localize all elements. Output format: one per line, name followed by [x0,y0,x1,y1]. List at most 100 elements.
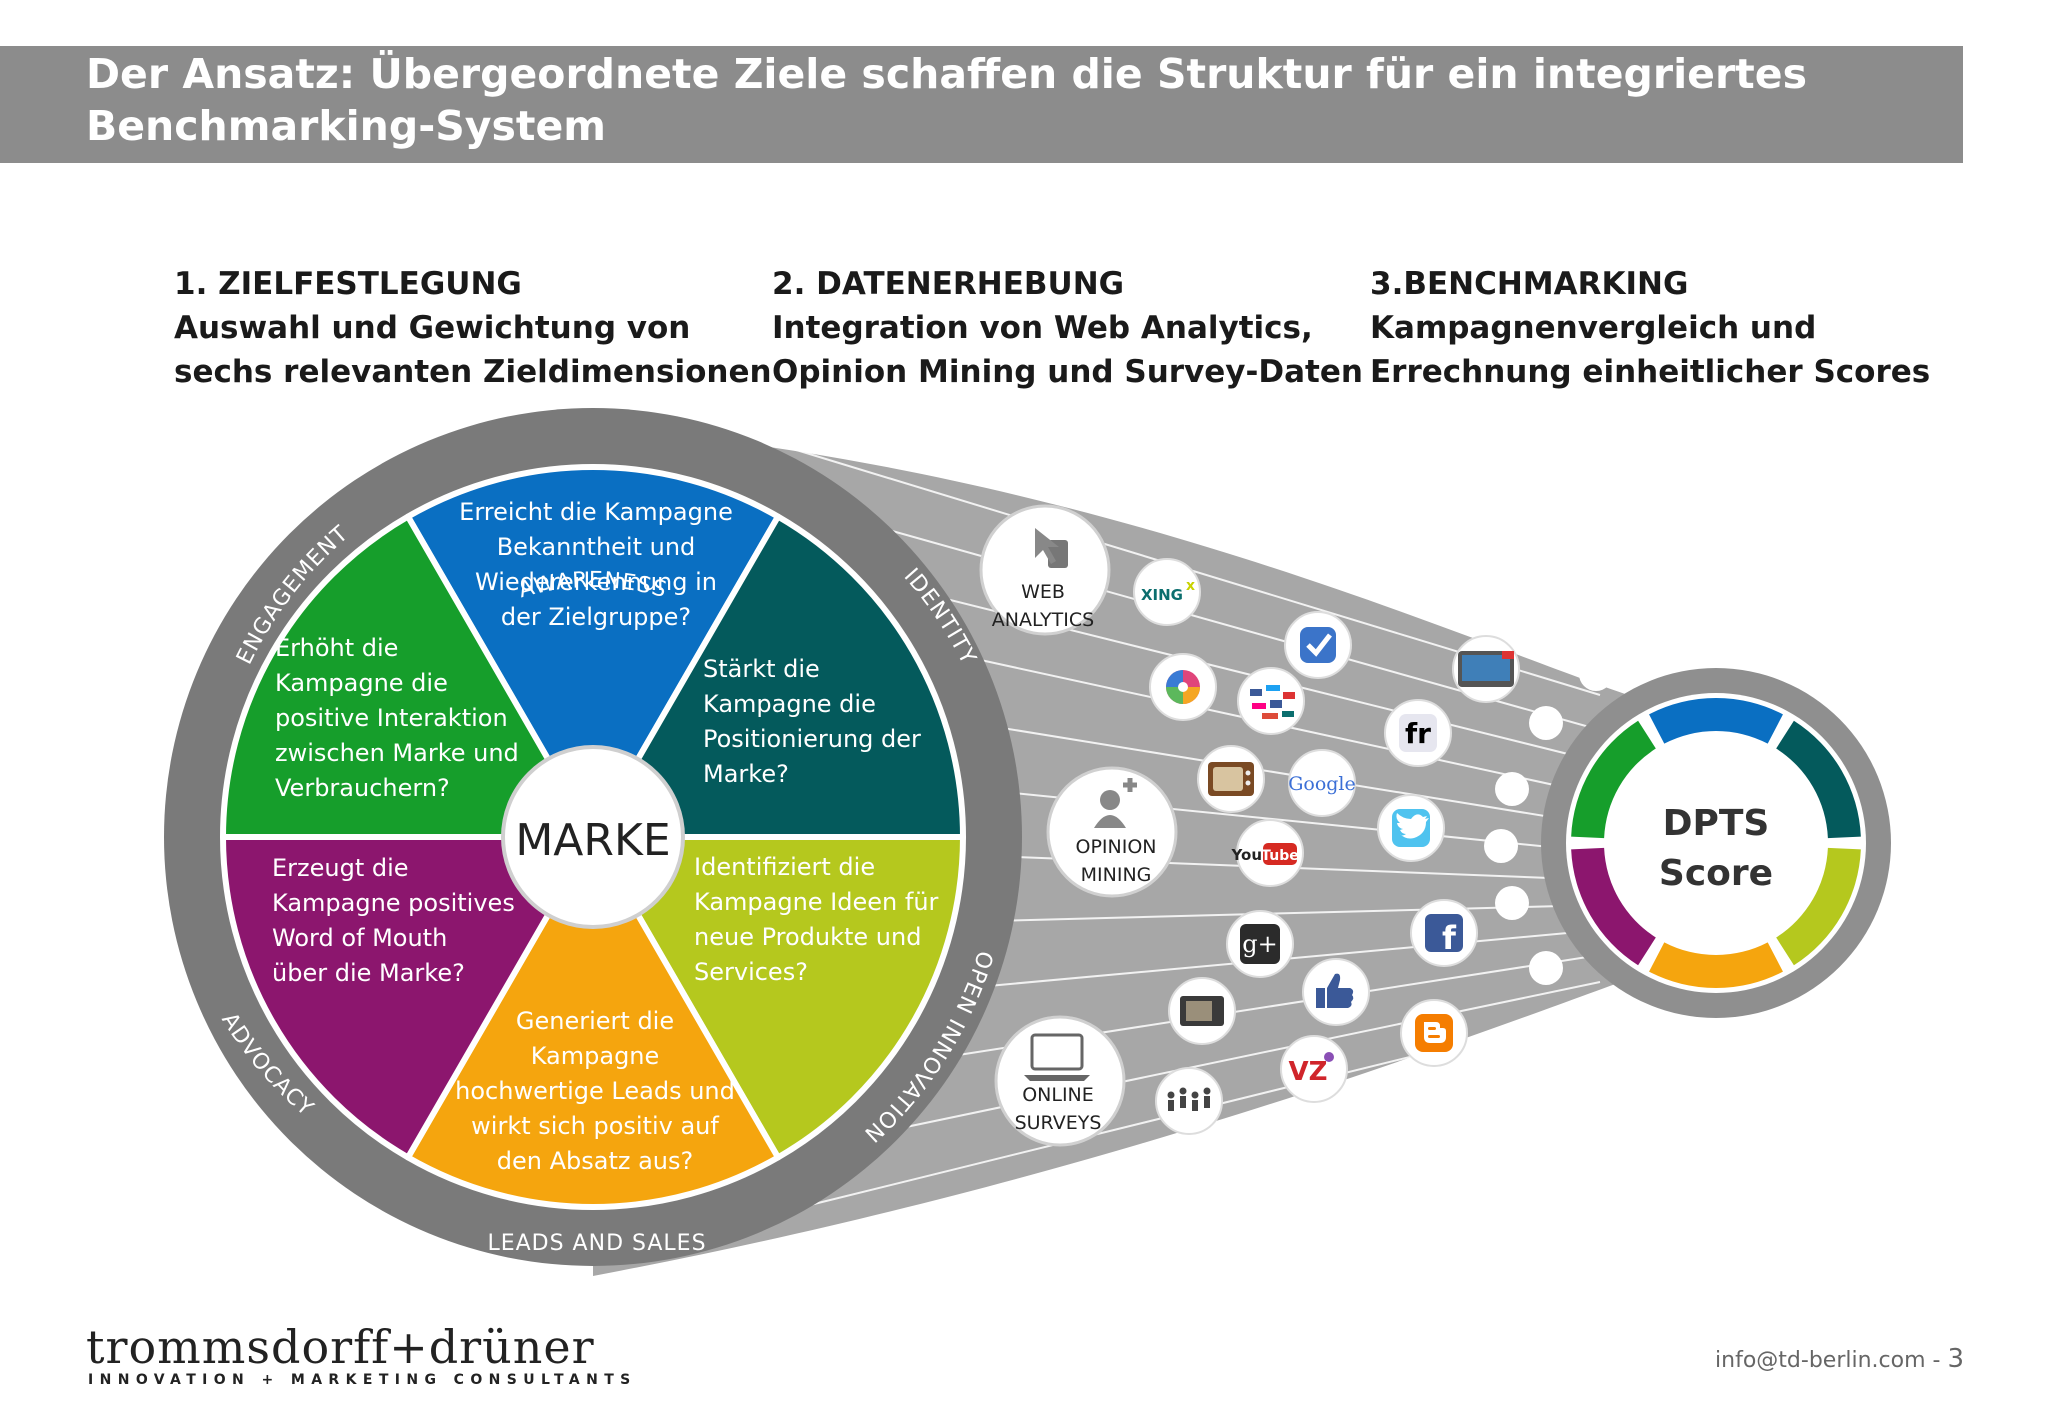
page-title-line-1: Der Ansatz: Übergeordnete Ziele schaffen… [86,50,1807,98]
segment-advocacy-text-line: Word of Mouth [272,924,447,952]
step-2-line-2: Opinion Mining und Survey-Daten [772,354,1363,390]
dpts-score-line-1: DPTS [1663,803,1770,844]
company-logo: trommsdorff+drüner [86,1320,595,1374]
old-tv-icon [1168,977,1236,1045]
segment-identity-text-line: Positionierung der [703,725,921,753]
opinion-mining-line-1: OPINION [1075,836,1156,858]
svg-text:g+: g+ [1242,930,1277,958]
person-add-icon [1094,778,1137,828]
step-1-heading: 1. ZIELFESTLEGUNG [174,266,522,302]
segment-identity-text-line: Stärkt die [703,655,820,683]
online-surveys-line-2: SURVEYS [1015,1112,1102,1134]
score-segment-awareness [1649,698,1783,744]
marke-label: MARKE [515,815,670,866]
dpts-score-line-2: Score [1659,853,1773,894]
segment-engagement-text-line: Kampagne die [275,669,448,697]
web-analytics-line-1: WEB [1021,581,1065,603]
wheel-segments [220,464,966,1210]
segment-engagement-text-line: Verbrauchern? [275,774,450,802]
score-segment-leads [1649,942,1783,988]
social-collage-icon [1237,667,1305,735]
tv-monitor-icon [1452,635,1520,703]
footer: info@td-berlin.com - 3 [1715,1344,1964,1374]
segment-leads-text-line: hochwertige Leads und [455,1077,735,1105]
step-3-heading: 3.BENCHMARKING [1370,266,1689,302]
dpts-score-dial: DPTS Score [1541,668,1891,1018]
segment-advocacy [220,834,596,1161]
footer-email: info@td-berlin.com [1715,1348,1926,1373]
company-tagline: INNOVATION + MARKETING CONSULTANTS [88,1372,637,1388]
svg-text:Tube: Tube [1261,848,1299,864]
segment-open_innovation-text-line: Kampagne Ideen für [694,888,939,916]
source-web-analytics: WEB ANALYTICS [979,504,1111,636]
web-analytics-line-2: ANALYTICS [992,609,1094,631]
score-segment-identity [1776,720,1861,839]
segment-identity-text-line: Marke? [703,760,789,788]
svg-text:f: f [1442,919,1457,957]
color-wheel-icon [1149,653,1217,721]
score-segment-engagement [1571,720,1656,839]
segment-open_innovation-text-line: neue Produkte und [694,923,921,951]
svg-text:XING: XING [1141,586,1183,604]
foursquare-icon [1284,611,1352,679]
step-2-line-1: Integration von Web Analytics, [772,310,1313,346]
source-opinion-mining: OPINION MINING [1046,766,1178,898]
laptop-icon [1024,1033,1090,1081]
segment-leads-text-line: wirkt sich positiv auf [471,1112,719,1140]
segment-advocacy-text-line: Erzeugt die [272,854,409,882]
thumbs-up-icon [1302,958,1370,1026]
connector-dots [1484,657,1613,1035]
segment-awareness-text-line: Erreicht die Kampagne [459,498,733,526]
online-surveys-line-1: ONLINE [1022,1084,1094,1106]
source-online-surveys: ONLINE SURVEYS [994,1015,1126,1147]
segment-open_innovation-text-line: Services? [694,958,808,986]
score-segment-advocacy [1571,847,1656,966]
google-icon: Google [1288,749,1356,817]
segment-leads [405,834,781,1210]
step-2: 2. DATENERHEBUNG Integration von Web Ana… [772,262,1363,394]
footer-separator: - [1925,1348,1948,1373]
blogger-icon [1400,999,1468,1067]
svg-text:You: You [1231,846,1262,864]
segment-awareness-text-line: Wiedererkennung in [475,568,717,596]
segment-identity-text-line: Kampagne die [703,690,876,718]
segment-engagement-text-line: zwischen Marke und [275,739,519,767]
segment-engagement-text-line: positive Interaktion [275,704,508,732]
segment-leads-text-line: Kampagne [531,1042,660,1070]
flickr-icon: fr [1384,699,1452,767]
segment-awareness-text-line: Bekanntheit und [497,533,696,561]
ring-label-leads-and-sales: LEADS AND SALES [487,1231,706,1256]
segment-leads-text-line: Generiert die [516,1007,674,1035]
segment-awareness-text-line: der Zielgruppe? [501,603,691,631]
title-bar [0,46,1963,163]
television-icon [1197,745,1265,813]
opinion-mining-line-2: MINING [1081,864,1152,886]
step-3-line-1: Kampagnenvergleich und [1370,310,1817,346]
segment-engagement [220,513,596,840]
score-ring-segments [1571,698,1861,988]
step-1: 1. ZIELFESTLEGUNG Auswahl und Gewichtung… [174,262,772,394]
step-2-heading: 2. DATENERHEBUNG [772,266,1125,302]
youtube-icon: You Tube [1231,819,1304,887]
step-1-line-1: Auswahl und Gewichtung von [174,310,691,346]
cursor-icon [1035,528,1068,568]
segment-advocacy-text-line: Kampagne positives [272,889,515,917]
people-group-icon [1155,1067,1223,1135]
marke-center-circle [501,745,685,929]
segment-identity [590,513,966,840]
segment-engagement-text-line: Erhöht die [275,634,398,662]
svg-text:x: x [1186,578,1195,594]
facebook-icon: f [1410,899,1478,967]
svg-text:Google: Google [1288,773,1356,795]
page-title-line-2: Benchmarking-System [86,102,607,150]
score-segment-open_innovation [1776,847,1861,966]
step-1-line-2: sechs relevanten Zieldimensionen [174,354,772,390]
segment-advocacy-text-line: über die Marke? [272,959,465,987]
page-number: 3 [1947,1344,1964,1374]
step-3-line-2: Errechnung einheitlicher Scores [1370,354,1931,390]
google-plus-icon: g+ [1226,910,1294,978]
svg-text:fr: fr [1405,717,1431,750]
segment-open_innovation-text-line: Identifiziert die [694,853,875,881]
